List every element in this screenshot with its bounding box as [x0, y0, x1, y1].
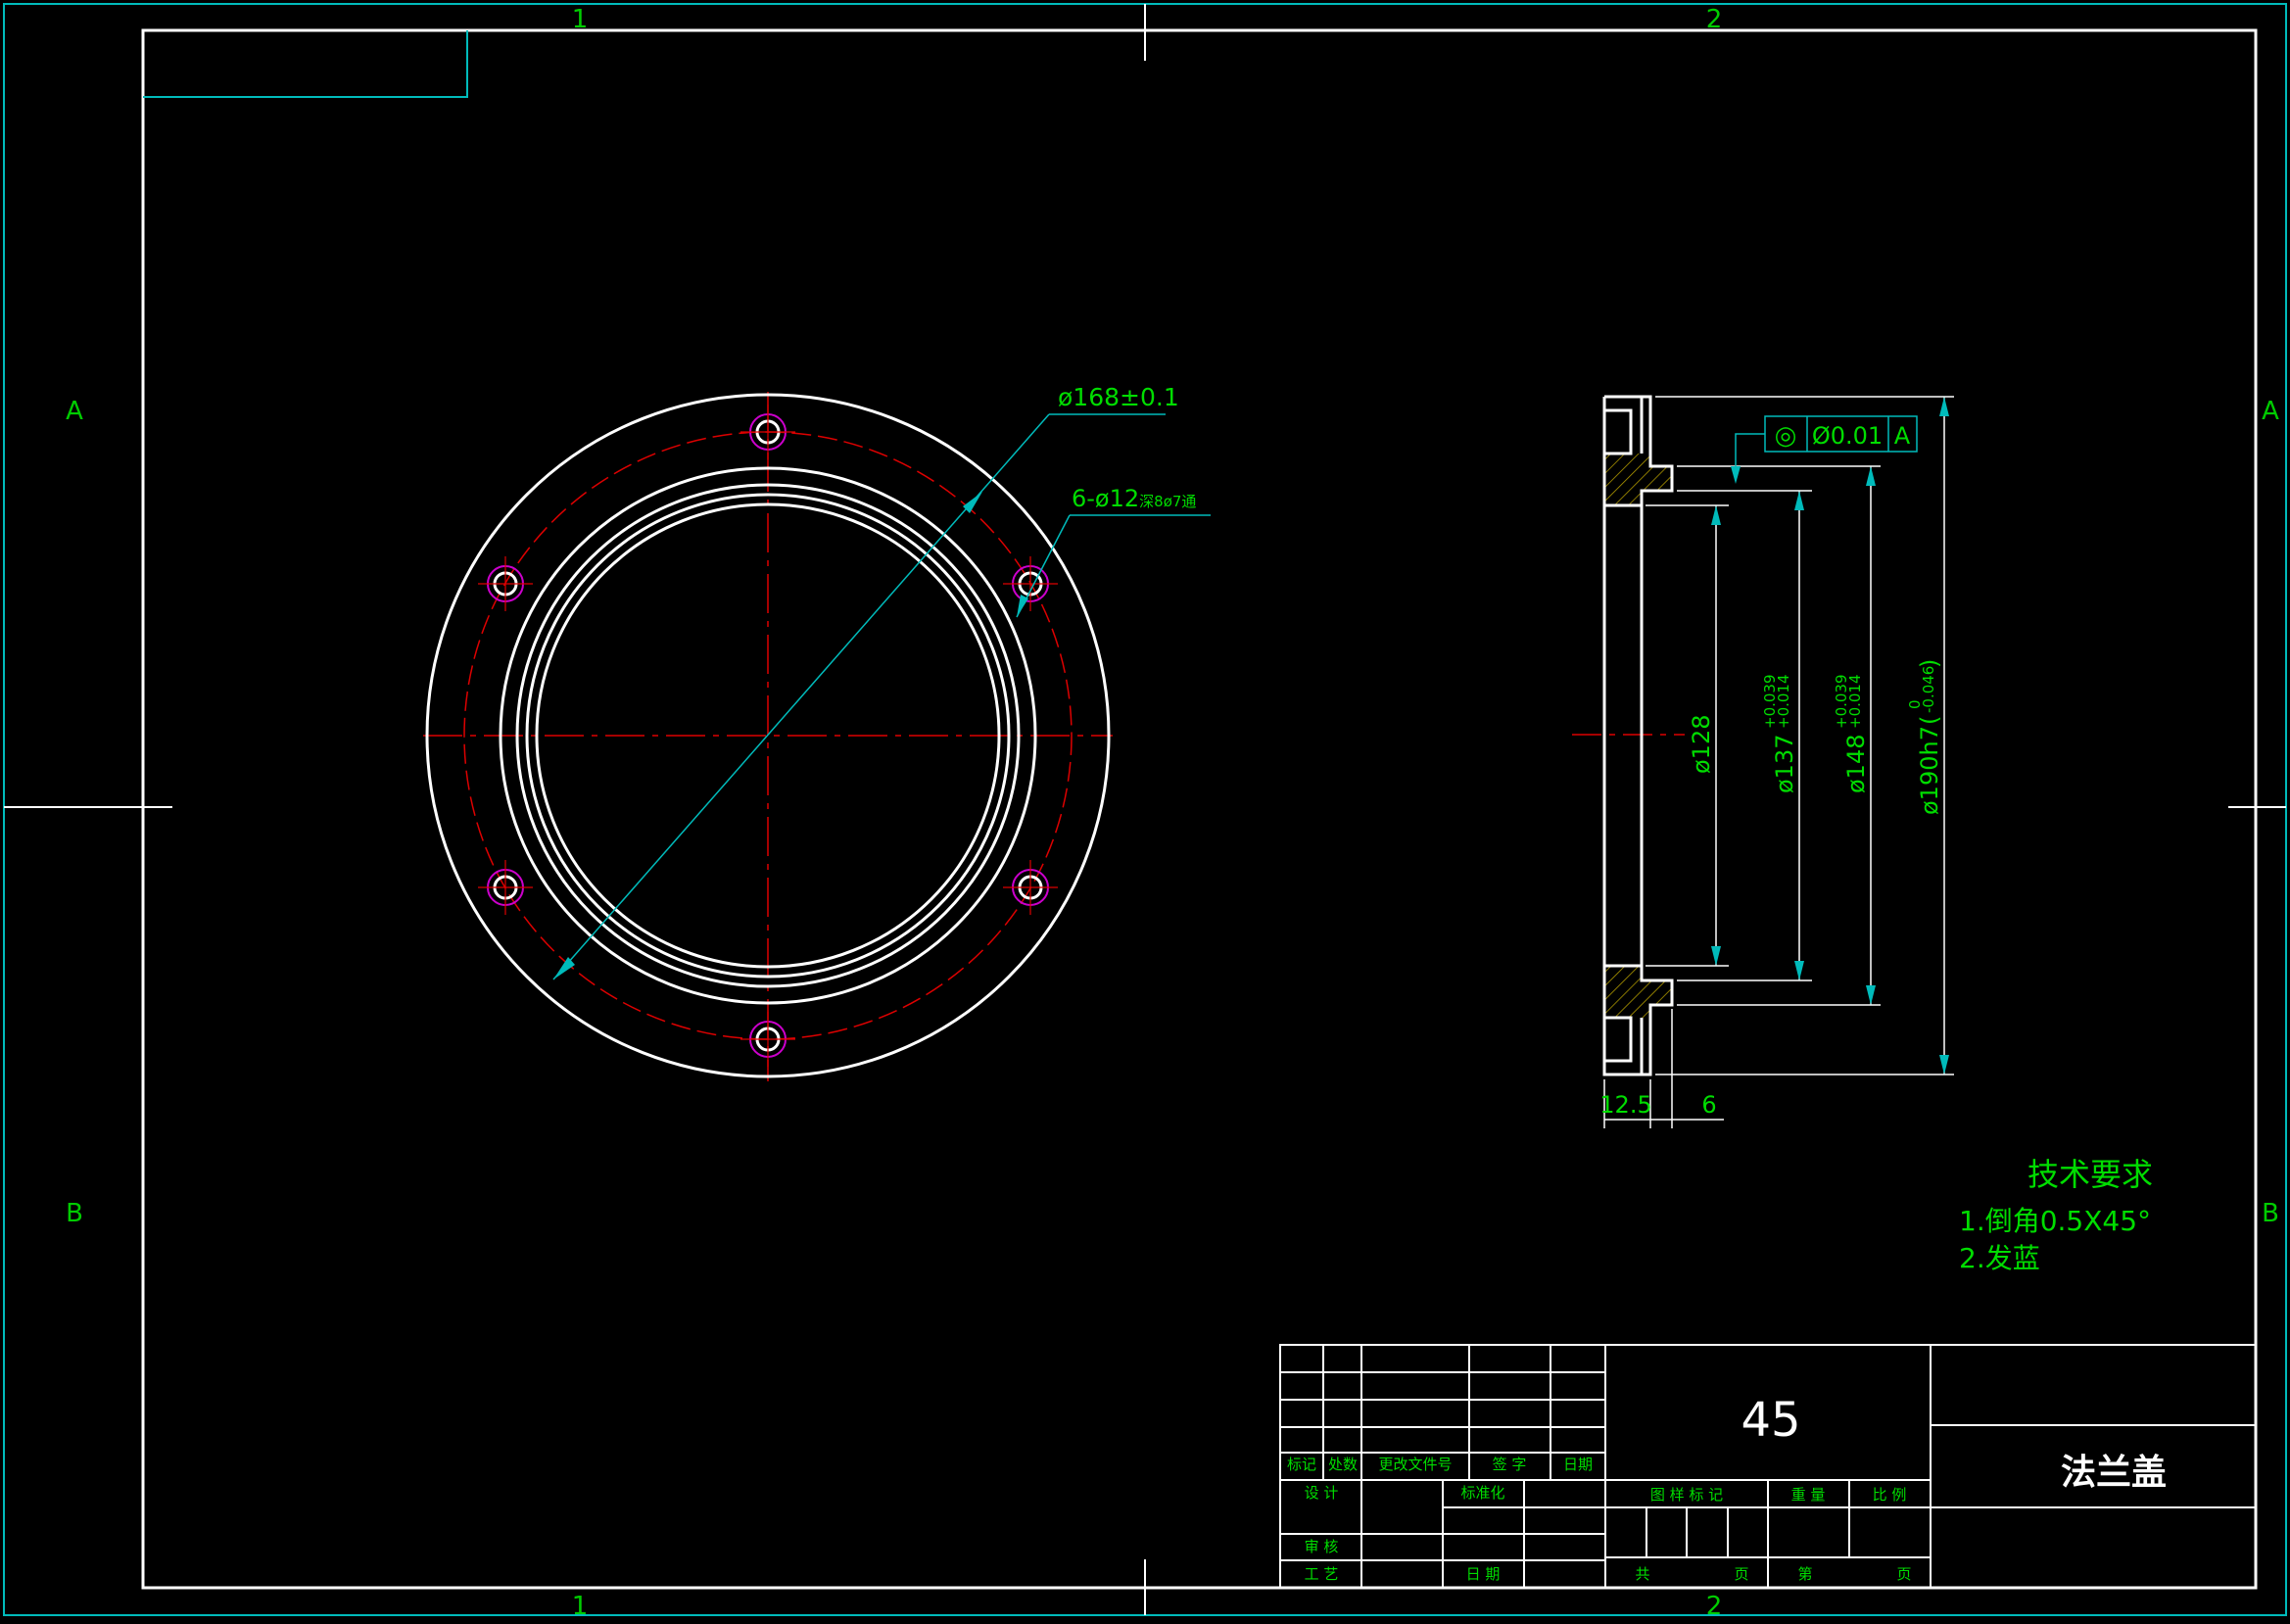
- tech-req-item-1: 1.倒角0.5X45°: [1959, 1205, 2151, 1237]
- side-dimension-lines: [1715, 397, 1945, 1075]
- dim-d190-upper: 0: [1906, 699, 1924, 709]
- dim-width-text: 12.5: [1599, 1091, 1651, 1119]
- zone-bottom-2: 2: [1706, 1592, 1723, 1619]
- gdt-frame: ◎ Ø0.01 A: [1731, 415, 1918, 484]
- zone-top-2: 2: [1706, 5, 1723, 34]
- label-date2: 日 期: [1466, 1565, 1501, 1583]
- label-sheet-unit2: 页: [1896, 1565, 1911, 1583]
- zone-top-1: 1: [572, 5, 589, 34]
- dim-d148-text: ø148: [1842, 735, 1870, 794]
- dim-d148-lower: +0.014: [1846, 674, 1864, 729]
- label-sheet-unit: 页: [1734, 1565, 1748, 1583]
- part-name-text: 法兰盖: [2061, 1453, 2167, 1493]
- top-left-box: [143, 30, 468, 98]
- dim-d137-text: ø137: [1771, 735, 1798, 794]
- label-total: 共: [1635, 1565, 1649, 1583]
- gdt-symbol: ◎: [1775, 421, 1797, 451]
- tech-req-title: 技术要求: [2028, 1156, 2153, 1193]
- label-count: 处数: [1328, 1456, 1358, 1473]
- material-text: 45: [1741, 1393, 1800, 1448]
- label-weight: 重 量: [1791, 1486, 1826, 1504]
- label-sheet-no: 第: [1797, 1565, 1812, 1583]
- bottom-dims: [1603, 1009, 1724, 1128]
- side-dimension-arrows: [1711, 397, 1949, 1075]
- label-change-doc: 更改文件号: [1378, 1456, 1452, 1473]
- dim-d190: ø190h7 ( 0 -0.046 ): [1906, 659, 1943, 815]
- zone-right-a: A: [2262, 397, 2279, 426]
- gdt-datum: A: [1894, 422, 1911, 450]
- zone-left-a: A: [66, 397, 83, 426]
- label-process: 工 艺: [1305, 1565, 1339, 1583]
- dim-d190-bracket-open: (: [1916, 716, 1943, 725]
- dim-step-text: 6: [1701, 1091, 1716, 1119]
- inner-frame: [141, 28, 2258, 1590]
- zone-ticks: [4, 4, 2286, 1615]
- label-review: 审 核: [1305, 1538, 1339, 1555]
- dim-d190-text: ø190h7: [1916, 726, 1943, 815]
- tech-requirements: 技术要求 1.倒角0.5X45° 2.发蓝: [1959, 1156, 2153, 1274]
- label-mark: 标记: [1287, 1456, 1316, 1473]
- ring-128: [535, 502, 1001, 969]
- label-date: 日期: [1563, 1456, 1593, 1473]
- dim-pcd-text: ø168±0.1: [1058, 383, 1179, 411]
- ring-148: [499, 466, 1037, 1005]
- label-design: 设 计: [1305, 1484, 1339, 1502]
- side-outline: [1602, 395, 1674, 1076]
- dim-d128-text: ø128: [1688, 715, 1715, 775]
- gdt-tolerance: Ø0.01: [1812, 422, 1883, 450]
- ring-137: [515, 483, 1021, 988]
- side-view: ø128 ø137 +0.039 +0.014 ø148 +0.039 +0.0…: [1572, 395, 1954, 1128]
- ring-132: [525, 493, 1011, 979]
- front-view: ø168±0.1 6-ø12深8ø7通: [423, 383, 1211, 1081]
- title-block: 45 法兰盖 标记 处数 更改文件号 签 字 日期 设 计 标准化 审 核 工 …: [1279, 1344, 2257, 1589]
- dim-d148: ø148 +0.039 +0.014: [1833, 674, 1870, 793]
- dim-d137-upper: +0.039: [1761, 674, 1779, 729]
- side-extension-lines: [1646, 396, 1954, 1075]
- hole-center-marks: [478, 405, 1058, 1067]
- zone-left-b: B: [66, 1199, 83, 1228]
- dim-d137: ø137 +0.039 +0.014: [1761, 674, 1798, 793]
- pcd-dimension: [552, 413, 1166, 980]
- label-stage-mark: 图 样 标 记: [1650, 1486, 1723, 1504]
- zone-bottom-1: 1: [572, 1592, 589, 1619]
- dim-d190-lower: -0.046: [1920, 666, 1937, 713]
- hole-note-leader: [1016, 514, 1211, 618]
- dim-d148-upper: +0.039: [1833, 674, 1850, 729]
- label-signature: 签 字: [1493, 1456, 1527, 1473]
- tech-req-item-2: 2.发蓝: [1959, 1242, 2040, 1274]
- flange-outer-edge: [425, 393, 1111, 1078]
- dim-holes-text: 6-ø12深8ø7通: [1072, 485, 1196, 512]
- label-standardize: 标准化: [1460, 1484, 1504, 1502]
- label-scale: 比 例: [1873, 1486, 1907, 1504]
- zone-right-b: B: [2262, 1199, 2279, 1228]
- dim-d190-bracket-close: ): [1916, 659, 1943, 668]
- dim-d137-lower: +0.014: [1775, 674, 1792, 729]
- section-hatch: [1604, 454, 1672, 1018]
